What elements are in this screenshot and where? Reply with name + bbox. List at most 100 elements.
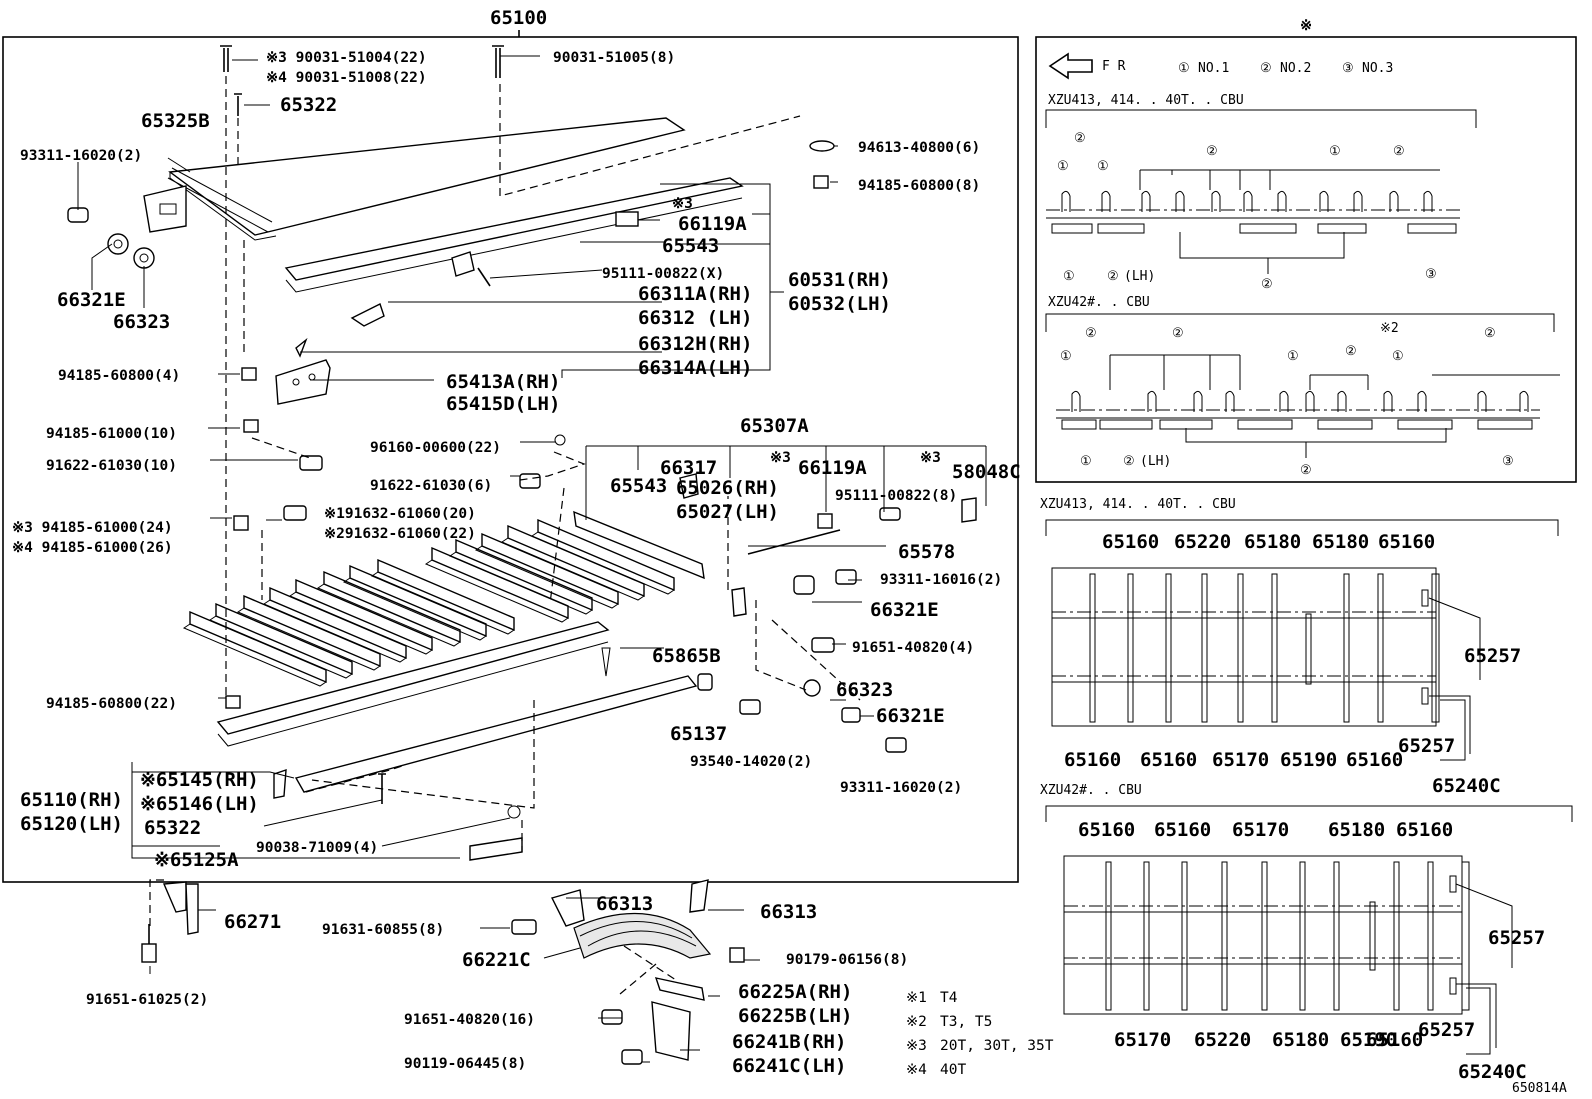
svg-text:※3: ※3 (920, 450, 941, 466)
svg-text:T4: T4 (940, 990, 958, 1006)
floor-bar (1181, 861, 1188, 1011)
layout-side-label: 65257 (1464, 645, 1521, 667)
label-66119A-b: 66119A (798, 457, 867, 479)
layout-top-label: 65160 (1396, 819, 1453, 841)
svg-text:②: ② (1484, 326, 1496, 341)
floor-bar (1299, 861, 1306, 1011)
label-60532: 60532(LH) (788, 293, 891, 315)
label-66317: 66317 (660, 457, 717, 479)
label-66119A: 66119A (678, 213, 747, 235)
hook-icon (1243, 190, 1253, 212)
mud-guard-66221C (550, 879, 712, 1061)
svg-text:①: ① (1329, 144, 1341, 159)
hook-icon (1319, 190, 1329, 212)
label-65543: 65543 (662, 235, 719, 257)
label-66321E-a: 66321E (57, 289, 126, 311)
legend-c2: ② (1260, 61, 1272, 76)
layout-bottom-label: 65190 (1280, 749, 1337, 771)
hook-icon (1477, 390, 1487, 412)
footnotes: ※1 T4 ※2 T3, T5 ※3 20T, 30T, 35T ※4 40T (906, 990, 1054, 1078)
label-65137: 65137 (670, 723, 727, 745)
hook-icon (1225, 390, 1235, 412)
svg-text:40T: 40T (940, 1062, 966, 1078)
svg-text:②: ② (1107, 269, 1119, 284)
label-66225B: 66225B(LH) (738, 1005, 852, 1027)
label-65027: 65027(LH) (676, 501, 779, 523)
layout-top-label: 65160 (1102, 531, 1159, 553)
label-94185-8: 94185-60800(8) (858, 178, 980, 194)
label-93311a: 93311-16020(2) (20, 148, 142, 164)
diagram-id: 650814A (1512, 1081, 1567, 1096)
floor-bar (1261, 861, 1268, 1011)
hook-icon (1071, 390, 1081, 412)
label-65307A: 65307A (740, 415, 809, 437)
label-90031a: ※3 90031-51004(22) (266, 50, 427, 66)
svg-text:①: ① (1057, 159, 1069, 174)
floor-bar (1165, 573, 1172, 723)
model-a-title: XZU413, 414. . 40T. . CBU (1048, 93, 1244, 108)
svg-text:②: ② (1123, 454, 1135, 469)
layout-side-label: 65257 (1398, 735, 1455, 757)
label-65026: 65026(RH) (676, 477, 779, 499)
label-66221C: 66221C (462, 949, 531, 971)
floor-bar (1143, 861, 1150, 1011)
label-65578: 65578 (898, 541, 955, 563)
floor-bar (1333, 861, 1340, 1011)
legend-no3: NO.3 (1362, 61, 1393, 76)
deck-board-65325B (167, 117, 686, 241)
layout-bottom-label: 65160 (1346, 749, 1403, 771)
legend-c1: ① (1178, 61, 1190, 76)
label-93540: 93540-14020(2) (690, 754, 812, 770)
model-b-title: XZU42#. . CBU (1048, 295, 1150, 310)
label-96160: 96160-00600(22) (370, 440, 501, 456)
hook-icon (1353, 190, 1363, 212)
layout-side-label: 65240C (1432, 775, 1501, 797)
floor-bar (1201, 573, 1208, 723)
hook-icon (1101, 190, 1111, 212)
label-91632-22: ※291632-61060(22) (324, 526, 476, 542)
legend-no2: NO.2 (1280, 61, 1311, 76)
label-65543-b: 65543 (610, 475, 667, 497)
label-66311A: 66311A(RH) (638, 283, 752, 305)
svg-text:※3: ※3 (770, 450, 791, 466)
label-91632-20: ※191632-61060(20) (324, 506, 476, 522)
svg-text:③: ③ (1425, 267, 1437, 282)
label-95111-8: 95111-00822(8) (835, 488, 957, 504)
floor-bar (1369, 901, 1376, 971)
long-rail-65110 (216, 621, 698, 793)
svg-text:(LH): (LH) (1140, 454, 1171, 469)
floor-bar (1305, 613, 1312, 685)
label-93311-16016: 93311-16016(2) (880, 572, 1002, 588)
label-91622-10: 91622-61030(10) (46, 458, 177, 474)
label-90031b: ※4 90031-51008(22) (266, 70, 427, 86)
front-arrow-icon (1048, 52, 1093, 80)
layout-b-floor (1063, 855, 1463, 1015)
layout-a-title: XZU413, 414. . 40T. . CBU (1040, 497, 1236, 512)
floor-bar (1237, 573, 1244, 723)
label-66312: 66312 (LH) (638, 307, 752, 329)
svg-text:②: ② (1074, 131, 1086, 146)
hook-icon (1389, 190, 1399, 212)
label-66241C: 66241C(LH) (732, 1055, 846, 1077)
hook-icon (1211, 190, 1221, 212)
hook-icon (1279, 390, 1289, 412)
floor-bar (1427, 861, 1434, 1011)
layout-top-label: 65180 (1244, 531, 1301, 553)
svg-text:②: ② (1172, 326, 1184, 341)
hook-icon (1193, 390, 1203, 412)
label-65110: 65110(RH) (20, 789, 123, 811)
label-65325B: 65325B (141, 110, 210, 132)
label-94185-4: 94185-60800(4) (58, 368, 180, 384)
hook-icon (1383, 390, 1393, 412)
hardware-parts (67, 45, 977, 1065)
label-91651-16: 91651-40820(16) (404, 1012, 535, 1028)
layout-top-label: 65170 (1232, 819, 1289, 841)
layout-side-label: 65257 (1418, 1019, 1475, 1041)
label-66323-b: 66323 (836, 679, 893, 701)
floor-bar (1221, 861, 1228, 1011)
label-65125A: ※65125A (154, 849, 239, 871)
label-66321E-c: 66321E (876, 705, 945, 727)
layout-bottom-label: 65160 (1366, 1029, 1423, 1051)
alignment-lines (149, 76, 861, 995)
hook-icon (1277, 190, 1287, 212)
